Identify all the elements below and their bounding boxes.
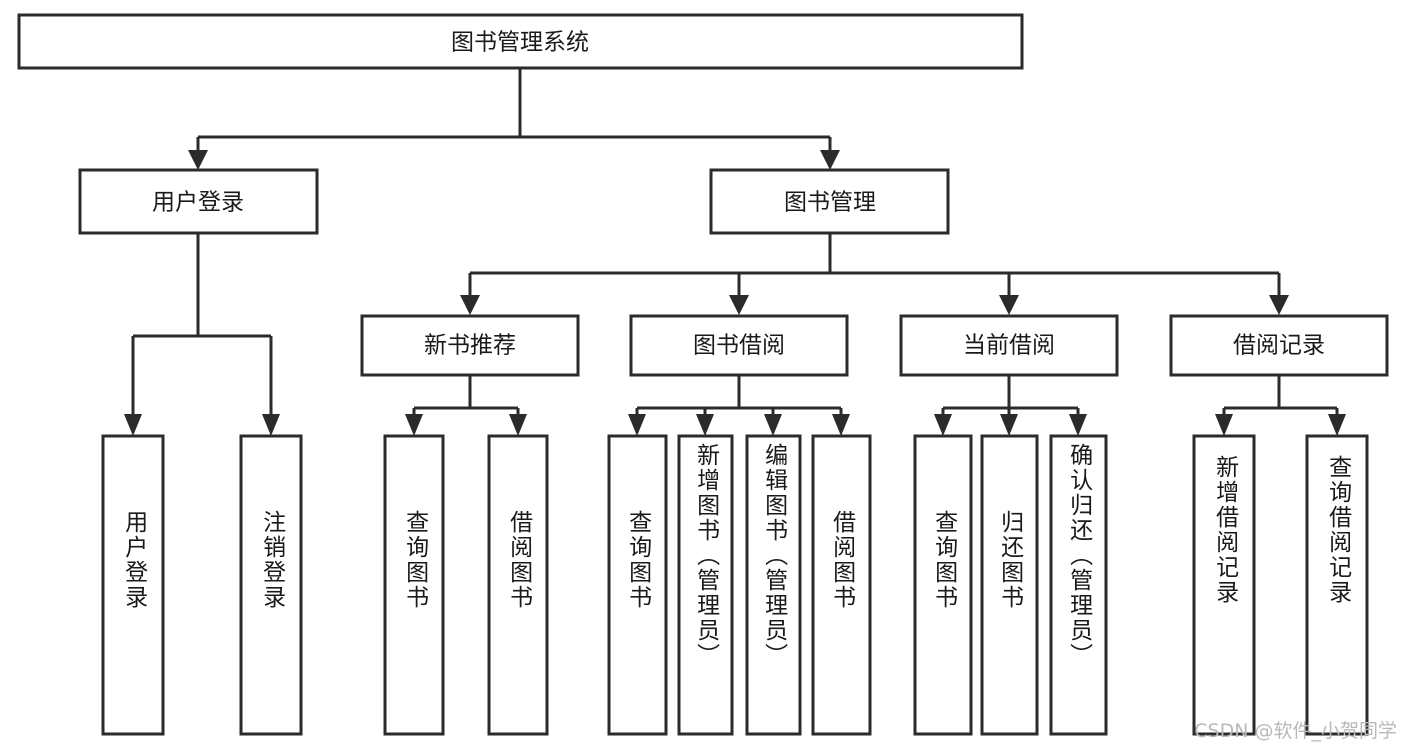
nodes-group: 图书管理系统 用户登录 图书管理 新书推荐 图书借阅 当前借阅 借阅记录 — [17, 13, 1389, 736]
node-leaf-query-book-borrow-box[interactable] — [607, 434, 668, 736]
arrowhead-leaf-edit-book — [764, 414, 782, 436]
node-root-label: 图书管理系统 — [451, 30, 589, 56]
node-current-borrow-label: 当前借阅 — [963, 333, 1055, 359]
leaf-label-logout: 注销登录 — [258, 510, 285, 610]
arrowhead-leaf-query-book-borrow — [628, 414, 646, 436]
watermark-text: CSDN @软件_小贺同学 — [1194, 720, 1397, 742]
node-leaf-add-record-box[interactable] — [1192, 434, 1256, 736]
node-leaf-user-login-box[interactable] — [101, 434, 165, 736]
node-user-login-label: 用户登录 — [152, 190, 244, 216]
arrowhead-leaf-confirm-return — [1069, 414, 1087, 436]
node-leaf-add-book-box[interactable] — [677, 434, 734, 736]
node-user-login-box[interactable] — [78, 168, 319, 235]
node-book-management-box[interactable] — [709, 168, 950, 235]
node-book-borrow-box[interactable] — [629, 314, 849, 377]
node-new-book-recommend-label: 新书推荐 — [424, 333, 516, 359]
arrowhead-book-borrow — [729, 295, 749, 315]
leaf-label-borrow-book: 借阅图书 — [828, 510, 855, 610]
node-leaf-query-record-box[interactable] — [1305, 434, 1369, 736]
node-leaf-logout-box[interactable] — [239, 434, 303, 736]
arrowhead-book-management — [820, 150, 840, 170]
node-new-book-recommend-box[interactable] — [360, 314, 580, 377]
node-book-borrow-label: 图书借阅 — [693, 333, 785, 359]
node-root-box[interactable] — [17, 13, 1024, 70]
arrowhead-leaf-query-book-rec — [405, 414, 423, 436]
arrowhead-leaf-return-book — [1000, 414, 1018, 436]
arrowhead-leaf-borrow-book-rec — [509, 414, 527, 436]
node-leaf-return-book-box[interactable] — [980, 434, 1039, 736]
arrowhead-new-book-recommend — [460, 295, 480, 315]
leaf-label-edit-book: 编辑图书（管理员） — [760, 443, 787, 668]
leaf-label-query-record: 查询借阅记录 — [1324, 455, 1351, 605]
arrowhead-leaf-logout — [262, 414, 280, 436]
leaf-label-query-book-borrow: 查询图书 — [624, 510, 651, 610]
node-leaf-edit-book-box[interactable] — [745, 434, 802, 736]
arrowhead-leaf-add-book — [696, 414, 714, 436]
arrowhead-borrow-record — [1269, 295, 1289, 315]
leaf-label-user-login: 用户登录 — [120, 510, 147, 610]
leaf-label-confirm-return: 确认归还（管理员） — [1065, 443, 1092, 668]
node-borrow-record-label: 借阅记录 — [1233, 333, 1325, 359]
leaf-label-return-book: 归还图书 — [996, 510, 1023, 610]
leaf-label-query-book-current: 查询图书 — [930, 510, 957, 610]
node-current-borrow-box[interactable] — [899, 314, 1119, 377]
node-book-management-label: 图书管理 — [784, 190, 876, 216]
connectors-group — [124, 68, 1346, 436]
node-leaf-borrow-book-box[interactable] — [811, 434, 872, 736]
leaf-label-add-book: 新增图书（管理员） — [692, 443, 719, 668]
node-borrow-record-box[interactable] — [1169, 314, 1389, 377]
arrowhead-leaf-query-book-current — [934, 414, 952, 436]
arrowhead-leaf-add-record — [1215, 414, 1233, 436]
arrowhead-current-borrow — [999, 295, 1019, 315]
arrowhead-leaf-borrow-book — [832, 414, 850, 436]
leaf-label-query-book-rec: 查询图书 — [401, 510, 428, 610]
node-leaf-query-book-rec-box[interactable] — [383, 434, 445, 736]
leaf-label-add-record: 新增借阅记录 — [1211, 455, 1238, 605]
node-leaf-query-book-current-box[interactable] — [913, 434, 973, 736]
node-leaf-borrow-book-rec-box[interactable] — [487, 434, 549, 736]
arrowhead-leaf-user-login — [124, 414, 142, 436]
arrowhead-leaf-query-record — [1328, 414, 1346, 436]
arrowhead-user-login — [188, 150, 208, 170]
leaf-label-borrow-book-rec: 借阅图书 — [505, 510, 532, 610]
node-leaf-confirm-return-box[interactable] — [1049, 434, 1108, 736]
